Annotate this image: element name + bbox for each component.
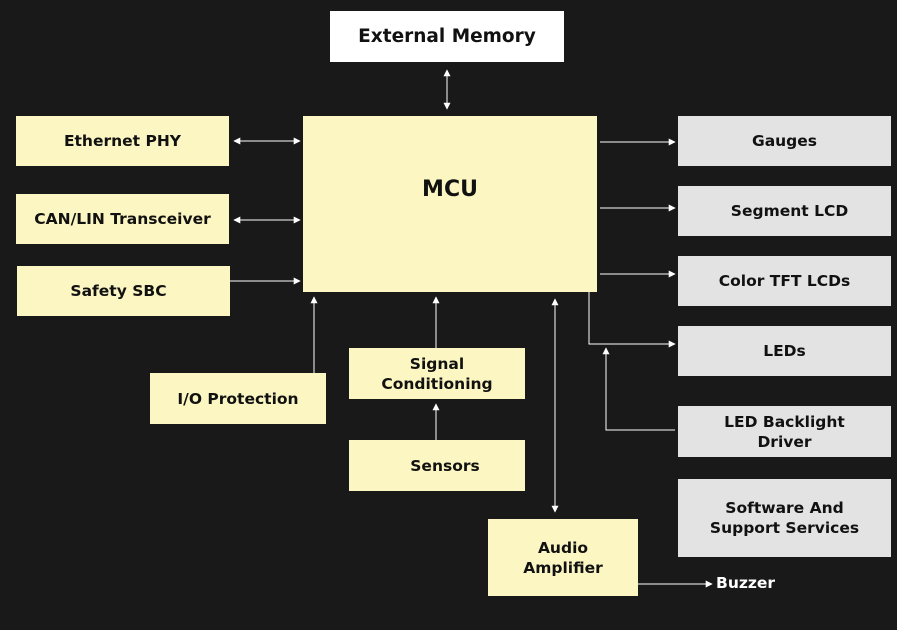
segment-lcd-label: Segment LCD bbox=[730, 202, 849, 220]
led-backlight-driver-block: LED Backlight Driver bbox=[678, 406, 891, 457]
ethernet-phy-label: Ethernet PHY bbox=[63, 132, 182, 150]
audio-amplifier-block: Audio Amplifier bbox=[488, 519, 638, 596]
can-lin-transceiver-block: CAN/LIN Transceiver bbox=[16, 194, 229, 244]
mcu-label: MCU bbox=[422, 177, 478, 202]
signal-conditioning-label: Signal Conditioning bbox=[381, 354, 493, 393]
mcu-leds-connector bbox=[588, 292, 676, 348]
led-backlight-driver-label: LED Backlight Driver bbox=[724, 412, 845, 451]
sensors-block: Sensors bbox=[349, 440, 525, 491]
external-memory-block: External Memory bbox=[330, 11, 564, 62]
can-lin-transceiver-label: CAN/LIN Transceiver bbox=[34, 210, 211, 228]
segment-lcd-block: Segment LCD bbox=[678, 186, 891, 236]
buzzer-label: Buzzer bbox=[716, 574, 776, 592]
software-support-services-label: Software And Support Services bbox=[709, 499, 860, 537]
gauges-label: Gauges bbox=[751, 132, 818, 150]
color-tft-lcds-block: Color TFT LCDs bbox=[678, 256, 891, 306]
audio-amplifier-label: Audio Amplifier bbox=[523, 538, 603, 577]
leds-label: LEDs bbox=[763, 342, 806, 360]
sensors-label: Sensors bbox=[410, 456, 480, 475]
software-support-services-block: Software And Support Services bbox=[678, 479, 891, 557]
io-protection-label: I/O Protection bbox=[177, 389, 299, 408]
leds-block: LEDs bbox=[678, 326, 891, 376]
io-protection-block: I/O Protection bbox=[150, 373, 326, 424]
mcu-block: MCU bbox=[303, 116, 597, 292]
external-memory-label: External Memory bbox=[358, 25, 536, 47]
ethernet-phy-block: Ethernet PHY bbox=[16, 116, 229, 166]
gauges-block: Gauges bbox=[678, 116, 891, 166]
color-tft-lcds-label: Color TFT LCDs bbox=[718, 272, 851, 290]
safety-sbc-label: Safety SBC bbox=[70, 282, 167, 300]
safety-sbc-block: Safety SBC bbox=[17, 266, 230, 316]
backlight-leds-connector bbox=[602, 347, 675, 431]
signal-conditioning-block: Signal Conditioning bbox=[349, 348, 525, 399]
